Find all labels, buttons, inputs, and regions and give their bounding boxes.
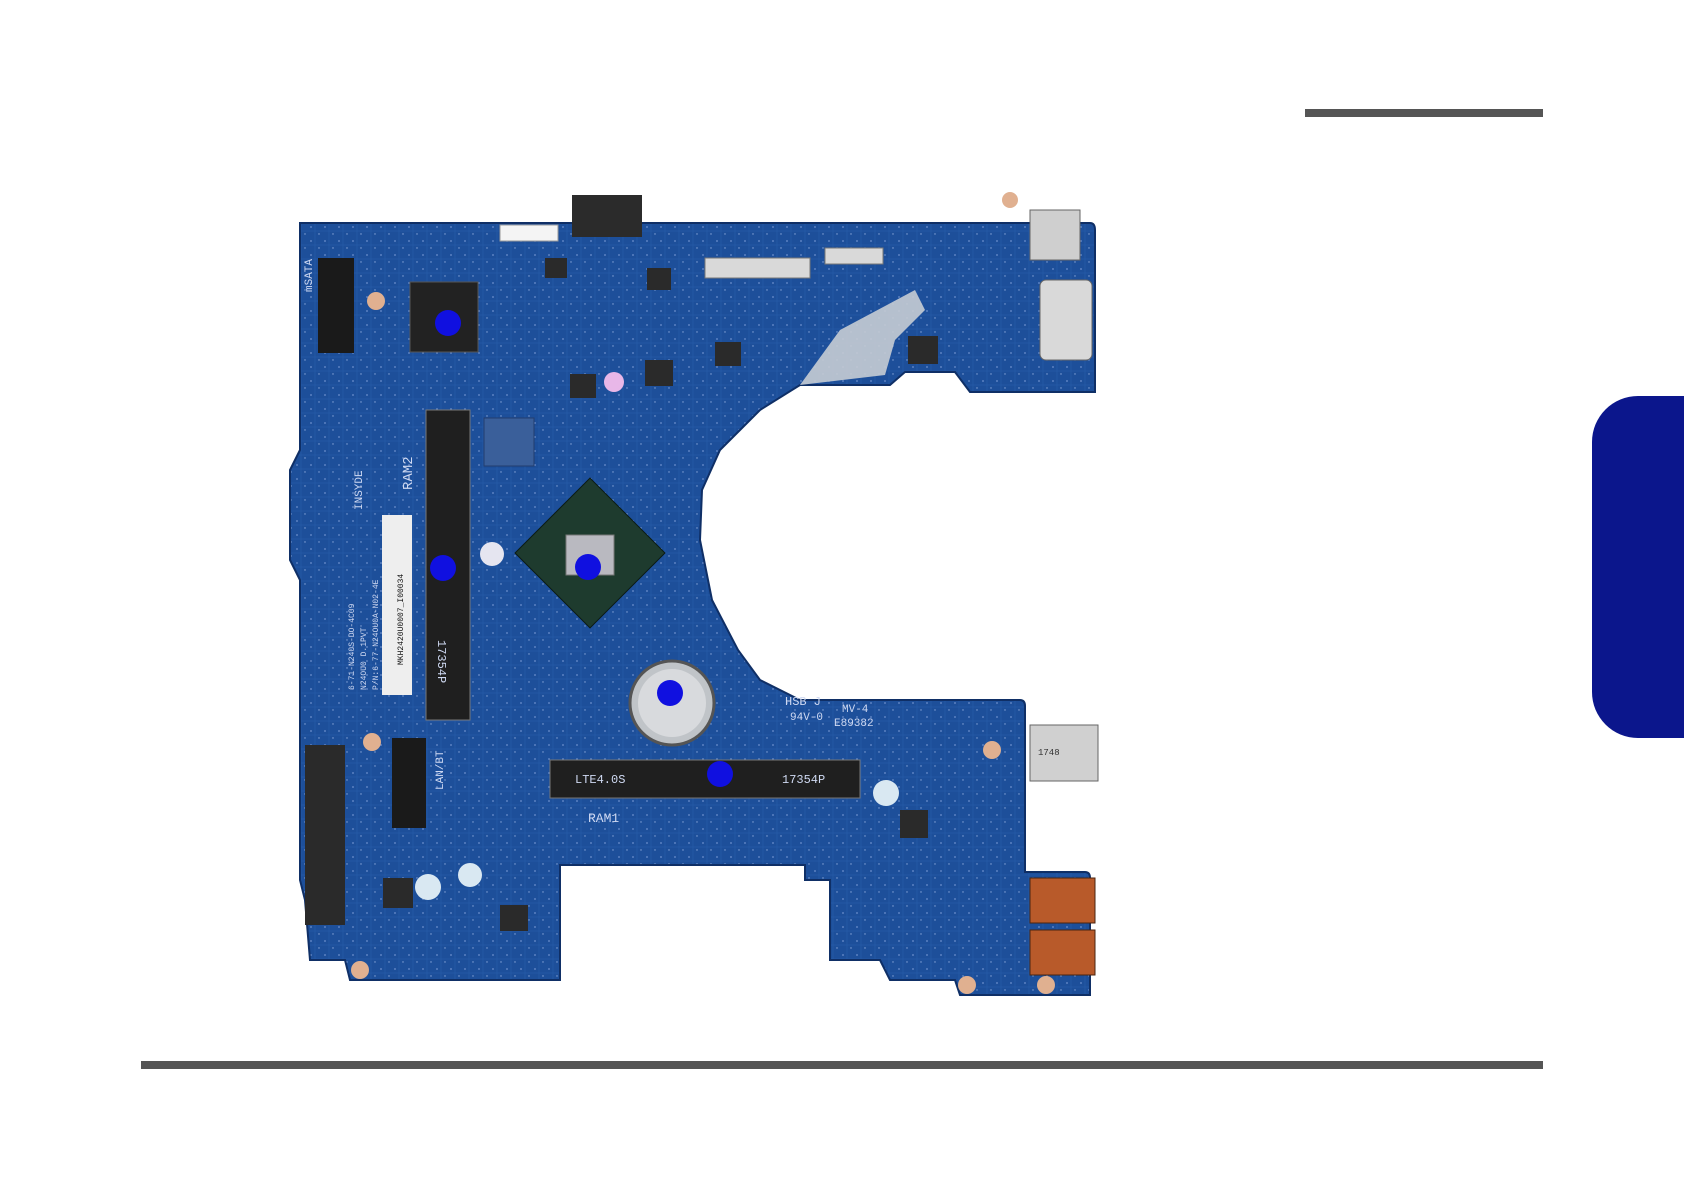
msata-slot [318,258,354,353]
lvds-connector [705,258,810,278]
sata-connector [305,745,345,925]
mounting-hole [958,976,976,994]
hsb-label: HSB J [785,695,821,709]
marker-cpu [575,554,601,580]
chip [570,374,596,398]
chip [715,342,741,366]
mv-label: MV-4 [842,704,869,716]
capacitor [415,874,441,900]
mounting-hole [363,733,381,751]
chip [908,336,938,364]
mounting-hole [367,292,385,310]
lan-bt-label: LAN/BT [435,750,447,790]
mounting-hole [351,961,369,979]
ribbon-connector [825,248,883,264]
sticker-line-2: P/N:6-77-N24OU0A-N02-4E [372,579,381,690]
marker-battery [657,680,683,706]
chip [645,360,673,386]
audio-jack-1 [1030,878,1095,923]
ram1-date: 17354P [782,773,825,787]
usb-c-port [1040,280,1092,360]
sticker-line-4: 6-71-N240S-DO-4C09 [348,603,357,690]
rating-label: 94V-0 [790,712,823,724]
dc-jack [1030,210,1080,260]
msata-label: mSATA [304,259,316,292]
usb-code: 1748 [1038,748,1060,758]
footer-rule [141,1061,1543,1069]
fan-connector [500,225,558,241]
marker-ram2 [430,555,456,581]
mounting-hole [983,741,1001,759]
ram2-code: 17354P [434,640,448,683]
bga-chip [484,418,534,466]
ram1-code: LTE4.0S [575,773,625,787]
sticker-line-3: N24OU0 D.1PVT [360,627,369,690]
insyde-label: INSYDE [354,470,366,510]
chip [383,878,413,908]
chip [900,810,928,838]
marker-ram1 [707,761,733,787]
chip [647,268,671,290]
audio-jack-2 [1030,930,1095,975]
capacitor [458,863,482,887]
lan-bt-slot [392,738,426,828]
power-connector [572,195,642,237]
chip [500,905,528,931]
capacitor [873,780,899,806]
ram1-label: RAM1 [588,811,619,826]
ram2-label: RAM2 [401,456,417,490]
mounting-hole [1002,192,1018,208]
mounting-hole [1037,976,1055,994]
cert-label: E89382 [834,718,874,730]
sticker-line-1: MKH2420U0007_I00034 [397,574,406,665]
capacitor [604,372,624,392]
capacitor [480,542,504,566]
chip [545,258,567,278]
marker-ec [435,310,461,336]
